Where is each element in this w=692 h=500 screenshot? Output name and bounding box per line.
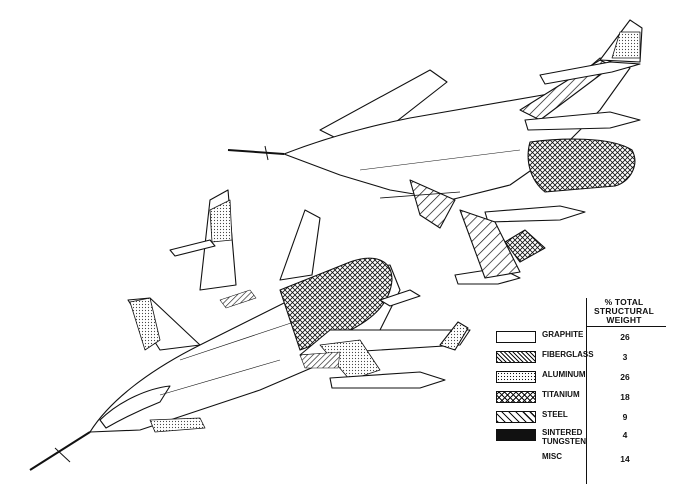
lower-missile-2	[379, 289, 421, 307]
legend-material-name: GRAPHITE	[542, 330, 584, 339]
legend-material-name: FIBERGLASS	[542, 350, 594, 359]
lower-wingtip-fin	[439, 321, 469, 351]
legend-header: % TOTAL STRUCTURAL WEIGHT	[593, 297, 655, 325]
lower-aircraft-drawing	[29, 189, 471, 471]
legend-weight-value: 4	[622, 430, 628, 440]
lower-canopy	[99, 385, 171, 429]
legend-material-name: MISC	[542, 452, 562, 461]
legend-row: SINTERED TUNGSTEN 4	[490, 426, 666, 446]
legend-material-name: SINTERED TUNGSTEN	[542, 428, 586, 446]
legend-row: GRAPHITE 26	[490, 328, 666, 348]
legend-divider-vertical	[586, 298, 587, 484]
legend-row: FIBERGLASS 3	[490, 348, 666, 368]
legend-swatch	[496, 411, 536, 423]
lower-missile-3	[169, 239, 216, 257]
legend-row: MISC 14	[490, 450, 666, 470]
upper-fuselage	[283, 57, 631, 201]
legend-weight-value: 26	[620, 372, 630, 382]
legend-weight-value: 9	[622, 412, 628, 422]
legend-weight-value: 18	[620, 392, 630, 402]
legend-material-name: TITANIUM	[542, 390, 580, 399]
upper-nose-probe	[227, 149, 285, 155]
upper-aircraft-drawing	[227, 19, 643, 285]
upper-engine-titanium	[527, 138, 636, 193]
legend-swatch	[496, 331, 536, 343]
legend-swatch	[496, 391, 536, 403]
legend-swatch	[496, 429, 536, 441]
legend-swatch	[496, 351, 536, 363]
legend-weight-value: 3	[622, 352, 628, 362]
legend-weight-value: 14	[620, 454, 630, 464]
legend-divider-horizontal	[586, 326, 666, 327]
legend-material-name: STEEL	[542, 410, 568, 419]
lower-nose-probe	[29, 431, 91, 471]
legend-material-name: ALUMINUM	[542, 370, 586, 379]
upper-missile-3	[484, 205, 586, 223]
legend-swatch	[496, 371, 536, 383]
legend-row: STEEL 9	[490, 408, 666, 428]
legend-row: TITANIUM 18	[490, 388, 666, 408]
upper-missile-2	[524, 111, 641, 131]
upper-missile-1	[539, 61, 641, 85]
lower-vertical-tail-right	[279, 209, 321, 281]
legend-weight-value: 26	[620, 332, 630, 342]
lower-missile-1	[329, 371, 446, 389]
legend-row: ALUMINUM 26	[490, 368, 666, 388]
upper-ventral-fin	[459, 209, 521, 279]
